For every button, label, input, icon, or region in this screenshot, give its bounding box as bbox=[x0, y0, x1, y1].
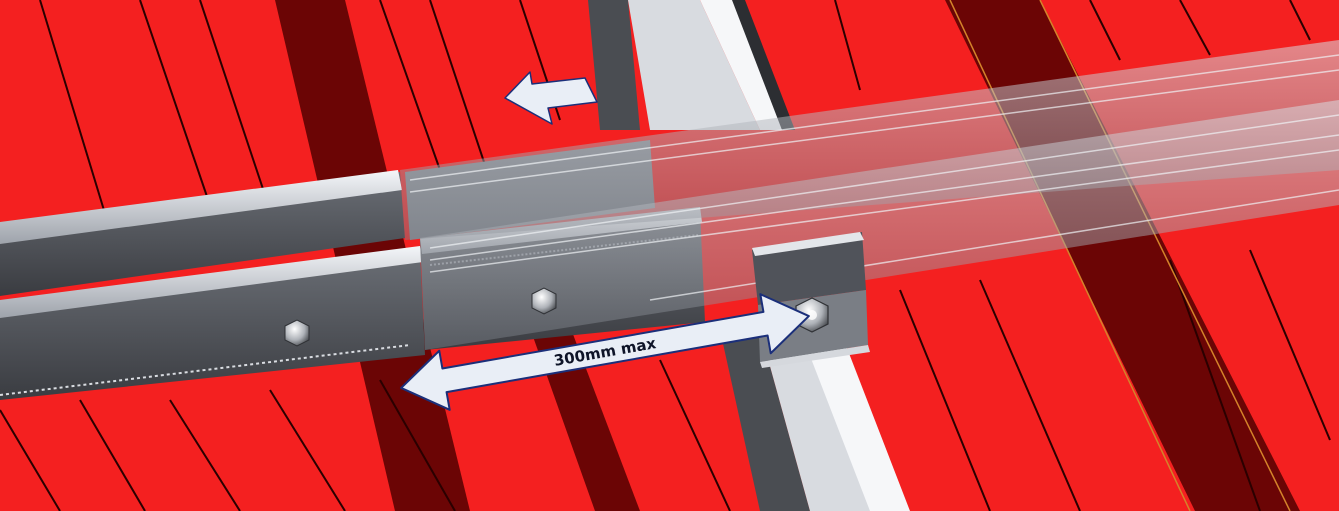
hex-bolt-icon bbox=[531, 287, 557, 315]
hex-bolt-icon bbox=[284, 319, 310, 347]
left-arrow-icon bbox=[504, 71, 598, 125]
left-rail bbox=[0, 170, 425, 400]
transparent-rail bbox=[400, 40, 1339, 350]
hex-bolt-icon bbox=[795, 297, 829, 333]
vertical-mounting-rail bbox=[588, 0, 910, 511]
